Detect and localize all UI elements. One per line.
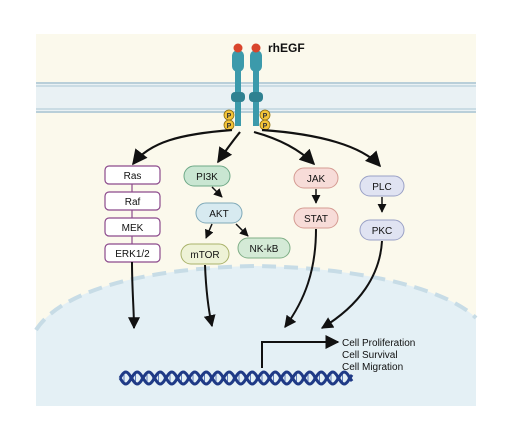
mapk-pathway: Ras Raf MEK ERK1/2 — [104, 165, 161, 330]
ligand-label: rhEGF — [268, 41, 305, 55]
ligand-dot-right — [251, 43, 261, 53]
outcome-proliferation: Cell Proliferation — [342, 338, 415, 349]
plc-label: PLC — [372, 182, 391, 193]
pi3k-label: PI3K — [196, 172, 218, 183]
dna-strand — [118, 370, 354, 386]
phospho-label: P — [263, 113, 268, 120]
erk-label: ERK1/2 — [115, 249, 150, 260]
outcome-survival: Cell Survival — [342, 350, 398, 361]
transcription-arrow — [261, 335, 340, 368]
pkc-label: PKC — [372, 226, 393, 237]
dna-helix — [118, 370, 354, 386]
stat-label: STAT — [304, 214, 328, 225]
jak-stat-pathway: JAK STAT — [284, 167, 339, 328]
mek-label: MEK — [122, 223, 144, 234]
egf-receptor — [231, 43, 263, 126]
pkc-node — [359, 219, 405, 241]
phospho-label: P — [263, 123, 268, 130]
nfkb-node — [237, 237, 291, 259]
ras-label: Ras — [124, 171, 142, 182]
jak-node — [293, 167, 339, 189]
pi3k-node — [183, 165, 231, 187]
plc-node — [359, 175, 405, 197]
mtor-node — [180, 243, 230, 265]
pi3k-pathway: PI3K AKT mTOR NK-kB — [180, 165, 291, 328]
nucleus — [34, 263, 478, 406]
mtor-label: mTOR — [190, 250, 219, 261]
outcome-migration: Cell Migration — [342, 362, 403, 373]
branch-arrows — [132, 128, 382, 168]
jak-label: JAK — [307, 174, 326, 185]
akt-node — [195, 202, 243, 224]
akt-label: AKT — [209, 209, 228, 220]
stat-node — [293, 207, 339, 229]
nfkb-label: NK-kB — [250, 244, 279, 255]
phospho-label: P — [227, 123, 232, 130]
plc-pkc-pathway: PLC PKC — [320, 175, 405, 329]
ligand-dot-left — [233, 43, 243, 53]
phospho-label: P — [227, 113, 232, 120]
raf-label: Raf — [125, 197, 141, 208]
dna-strand — [118, 370, 354, 386]
